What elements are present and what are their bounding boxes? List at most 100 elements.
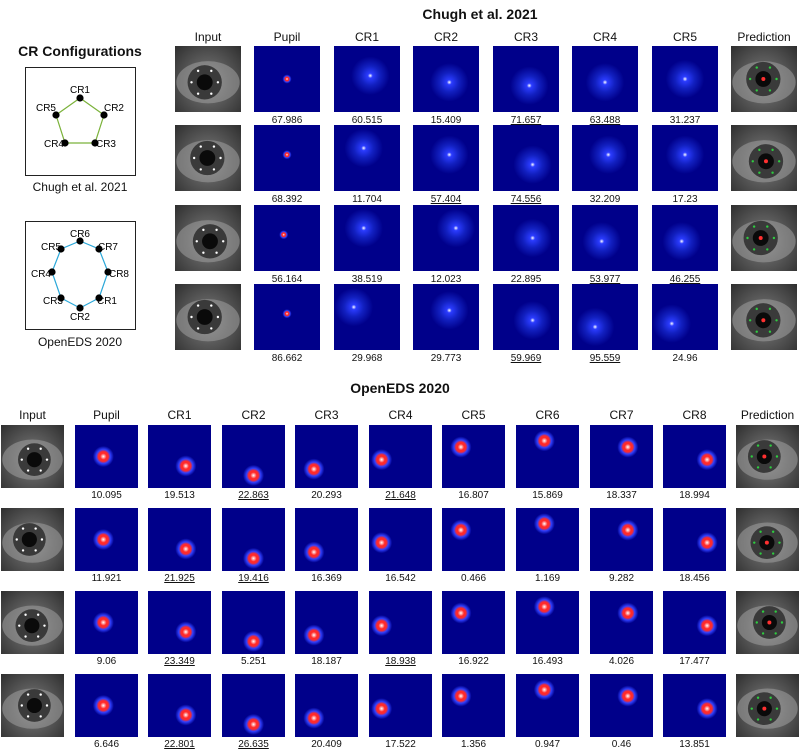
openeds-input-image-glint <box>39 469 42 472</box>
chugh-input-image-drawing <box>176 220 240 263</box>
openeds-config-label-cr8: CR8 <box>109 269 129 280</box>
chugh-heatmap-cr3 <box>493 205 559 271</box>
openeds-prediction-image-glint <box>775 455 779 458</box>
chugh-value-cr2: 15.409 <box>430 115 462 126</box>
chugh-heatmap-cr3 <box>493 46 559 112</box>
chugh-input-image-drawing <box>176 140 240 183</box>
openeds-input-image <box>1 425 64 488</box>
openeds-config-point-cr2 <box>76 304 84 312</box>
openeds-value-cr2: 5.251 <box>240 656 267 667</box>
chugh-input-image-glint <box>202 251 205 254</box>
openeds-value-cr1: 19.513 <box>164 490 195 501</box>
openeds-input-image-glint <box>15 538 18 541</box>
openeds-input-image-glint <box>18 624 21 627</box>
chugh-config-point-cr1 <box>76 94 84 102</box>
openeds-config-label-cr5: CR5 <box>41 242 61 253</box>
chugh-value-cr5: 24.96 <box>672 353 698 364</box>
openeds-prediction-image-glint <box>769 718 772 721</box>
chugh-heatmap-cr5 <box>652 284 718 350</box>
openeds-config-point-cr4 <box>48 268 56 276</box>
openeds-config-caption: OpenEDS 2020 <box>37 335 123 349</box>
chugh-config-point-cr5 <box>52 111 60 119</box>
chugh-prediction-image-glint <box>755 307 758 311</box>
openeds-heatmap-cr5 <box>442 425 505 488</box>
chugh-prediction-image <box>731 205 797 271</box>
openeds-config-label-cr7: CR7 <box>98 242 118 253</box>
openeds-col-header-cr2: CR2 <box>241 408 266 422</box>
openeds-input-image-glint <box>24 613 27 616</box>
openeds-heatmap-pupil <box>75 591 138 654</box>
chugh-prediction-image-glint <box>772 236 776 240</box>
openeds-col-header-input: Input <box>19 408 46 422</box>
chugh-prediction-image-glint <box>748 319 752 322</box>
chugh-heatmap-cr3 <box>493 284 559 350</box>
chugh-input-image-drawing <box>176 61 240 104</box>
chugh-input-image-glint <box>212 168 216 171</box>
chugh-value-cr3: 71.657 <box>510 115 542 126</box>
openeds-value-cr8: 13.851 <box>679 739 710 750</box>
chugh-value-cr5: 46.255 <box>669 274 701 285</box>
openeds-heatmap-cr2 <box>222 508 285 571</box>
chugh-value-cr3: 22.895 <box>510 274 542 285</box>
openeds-prediction-image-drawing <box>737 439 798 480</box>
chugh-prediction-image-glint <box>752 248 756 251</box>
openeds-col-header-cr4: CR4 <box>388 408 413 422</box>
openeds-prediction-image-predicted-pupil <box>762 454 767 459</box>
chugh-config-label-cr1: CR1 <box>70 85 90 96</box>
chugh-config-point-cr3 <box>91 139 99 147</box>
openeds-heatmap-cr6 <box>516 508 579 571</box>
openeds-prediction-image-glint <box>774 632 777 635</box>
chugh-value-cr2: 12.023 <box>430 274 462 285</box>
openeds-input-image-pupil <box>24 618 40 634</box>
chugh-prediction-image-glint <box>768 330 772 333</box>
chugh-heatmap-pupil <box>254 284 320 350</box>
chugh-input-image-glint <box>210 304 213 307</box>
chugh-prediction-image-drawing <box>732 140 796 183</box>
openeds-value-cr7: 9.282 <box>608 573 635 584</box>
chugh-prediction-image-glint <box>751 160 754 163</box>
chugh-input-image-glint <box>192 156 196 160</box>
openeds-prediction-image-glint <box>750 707 753 710</box>
openeds-prediction-image-glint <box>769 696 772 699</box>
openeds-heatmap-cr8 <box>663 425 726 488</box>
openeds-heatmap-pupil <box>75 425 138 488</box>
openeds-heatmap-cr8 <box>663 591 726 654</box>
openeds-heatmap-cr6 <box>516 591 579 654</box>
openeds-prediction-image-drawing <box>737 522 798 563</box>
chugh-config-outline <box>55 97 105 144</box>
chugh-config-point-cr2 <box>100 111 108 119</box>
chugh-heatmap-pupil <box>254 125 320 191</box>
chugh-col-header-cr2: CR2 <box>433 30 458 44</box>
openeds-input-image-glint <box>26 469 30 472</box>
openeds-heatmap-cr2 <box>222 674 285 737</box>
chugh-heatmap-cr1 <box>334 46 400 112</box>
chugh-input-image-glint <box>196 69 200 73</box>
openeds-value-cr5: 0.466 <box>460 573 487 584</box>
openeds-input-image-glint <box>26 693 30 696</box>
openeds-prediction-image-glint <box>775 707 779 710</box>
chugh-heatmap-cr2 <box>413 46 479 112</box>
openeds-input-image-glint <box>26 715 30 718</box>
openeds-col-header-cr7: CR7 <box>609 408 634 422</box>
chugh-prediction-image-glint <box>768 307 772 311</box>
chugh-input-image-glint <box>219 156 222 160</box>
openeds-heatmap-cr7 <box>590 674 653 737</box>
openeds-input-image-glint <box>43 624 46 627</box>
openeds-value-cr6: 1.169 <box>534 573 561 584</box>
chugh-config-label-cr3: CR3 <box>96 139 116 150</box>
openeds-prediction-image-predicted-pupil <box>764 540 769 545</box>
chugh-input-image-pupil <box>202 233 218 250</box>
openeds-input-image-pupil <box>26 452 42 468</box>
openeds-heatmap-cr3 <box>295 591 358 654</box>
openeds-value-cr8: 18.994 <box>679 490 710 501</box>
chugh-col-header-input: Input <box>194 30 222 44</box>
openeds-heatmap-cr1 <box>148 425 211 488</box>
chugh-heatmap-cr1 <box>334 125 400 191</box>
openeds-value-cr4: 16.542 <box>385 573 416 584</box>
chugh-value-cr4: 95.559 <box>589 353 621 364</box>
openeds-heatmap-cr7 <box>590 425 653 488</box>
openeds-config-point-cr7 <box>95 245 103 253</box>
chugh-prediction-image-drawing <box>732 299 796 342</box>
chugh-prediction-image-predicted-pupil <box>763 159 768 164</box>
chugh-value-pupil: 68.392 <box>271 194 303 205</box>
